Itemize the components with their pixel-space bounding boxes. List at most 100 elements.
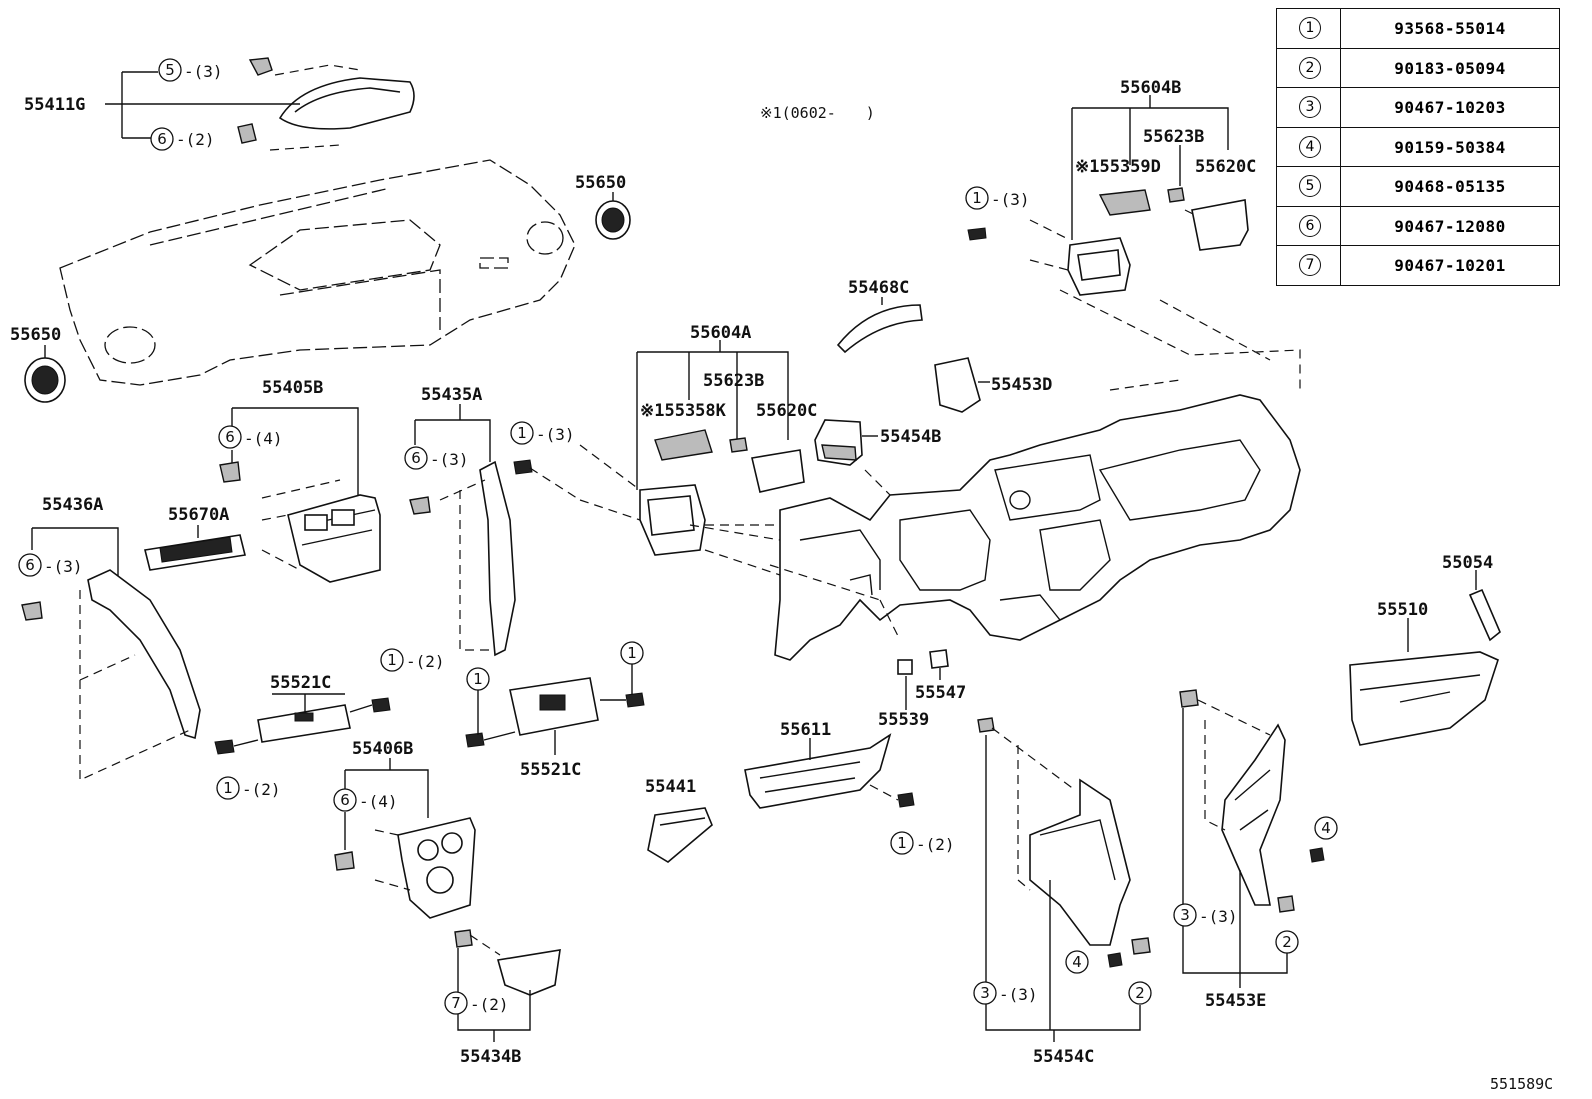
- part-number: 55454B: [880, 427, 941, 447]
- part-number: 55620C: [756, 401, 817, 421]
- legend-key: 5: [1299, 175, 1321, 197]
- callout-qty: -(2): [916, 835, 955, 854]
- legend-key: 1: [1299, 17, 1321, 39]
- note-text: ※1(0602- ): [760, 104, 875, 122]
- callout-circle: [333, 788, 357, 812]
- part-number: 55406B: [352, 739, 413, 759]
- leader-dash: [529, 467, 581, 501]
- callout-circle: [218, 425, 242, 449]
- callout-circle: [1314, 816, 1338, 840]
- callout-num: 3: [980, 984, 990, 1002]
- callout-num: 5: [165, 61, 175, 79]
- part-55406B: [334, 758, 476, 919]
- legend-key-cell: 7: [1277, 246, 1341, 286]
- legend-key: 2: [1299, 56, 1321, 79]
- part-55453E: [1179, 689, 1325, 988]
- callout-circle: [620, 641, 644, 665]
- callout-qty: -(3): [44, 557, 83, 576]
- callout-num: 4: [1321, 819, 1331, 837]
- part-55650-right-vent: [595, 192, 631, 240]
- callout-qty: -(3): [991, 190, 1030, 209]
- legend-key-cell: 1: [1277, 9, 1341, 48]
- part-55521C-center: [465, 663, 645, 755]
- part-55054: [1468, 570, 1501, 642]
- part-number: 55650: [10, 325, 61, 345]
- callout-circle: [466, 667, 490, 691]
- part-number: 55650: [575, 173, 626, 193]
- part-number: 55623B: [703, 371, 764, 391]
- part-number: 55604A: [690, 323, 751, 343]
- callout-num: 1: [972, 189, 982, 207]
- callout-num: 1: [627, 644, 637, 662]
- part-55468C: [836, 297, 923, 354]
- legend-key: 3: [1299, 96, 1321, 118]
- callout-circle: [444, 991, 468, 1015]
- legend-part-number: 90467-12080: [1394, 216, 1506, 236]
- part-number: 55604B: [1120, 78, 1181, 98]
- legend-row: 5 90468-05135: [1277, 167, 1559, 207]
- callout-num: 6: [340, 791, 350, 809]
- callout-num: 2: [1282, 933, 1292, 951]
- legend-row: 1 93568-55014: [1277, 9, 1559, 49]
- legend-key-cell: 5: [1277, 167, 1341, 206]
- dashboard-pad-outline: [59, 159, 576, 386]
- callout-qty: -(3): [430, 450, 469, 469]
- part-number: 55510: [1377, 600, 1428, 620]
- part-number: 55521C: [270, 673, 331, 693]
- callout-circle: [1173, 903, 1197, 927]
- callout-circle: [973, 981, 997, 1005]
- part-55405B: [219, 407, 381, 583]
- part-number: 55405B: [262, 378, 323, 398]
- fastener-legend-table: 1 93568-55014 2 90183-05094 3 90467-1020…: [1276, 8, 1560, 286]
- part-55435A: [409, 404, 516, 657]
- part-number: 55623B: [1143, 127, 1204, 147]
- part-55453D: [934, 357, 990, 413]
- callout-circle: [158, 58, 182, 82]
- callout-num: 1: [223, 779, 233, 797]
- callout-qty: -(3): [999, 985, 1038, 1004]
- callout-qty: -(2): [470, 995, 509, 1014]
- legend-key-cell: 4: [1277, 127, 1341, 166]
- callout-circle: [965, 186, 989, 210]
- callout-num: 4: [1072, 953, 1082, 971]
- part-number: 55454C: [1033, 1047, 1094, 1067]
- part-number: 55670A: [168, 505, 229, 525]
- callout-num: 6: [225, 428, 235, 446]
- legend-part-number: 90467-10201: [1394, 256, 1506, 275]
- callout-qty: -(4): [244, 429, 283, 448]
- callout-circle: [404, 446, 428, 470]
- legend-row: 2 90183-05094: [1277, 48, 1559, 88]
- legend-row: 4 90159-50384: [1277, 127, 1559, 167]
- part-number: 55411G: [24, 95, 85, 115]
- instrument-panel-frame: [689, 289, 1301, 661]
- part-number: 55434B: [460, 1047, 521, 1067]
- part-55510-glove-box: [1349, 618, 1499, 746]
- callout-num: 6: [157, 130, 167, 148]
- part-number: 55620C: [1195, 157, 1256, 177]
- part-55604A-group: [579, 340, 805, 556]
- legend-key-cell: 3: [1277, 88, 1341, 127]
- callout-qty: -(2): [406, 652, 445, 671]
- callout-num: 1: [387, 651, 397, 669]
- part-55547: [929, 649, 949, 680]
- part-55436A: [21, 527, 201, 781]
- part-55521C-left: [214, 693, 391, 755]
- callout-qty: -(2): [176, 130, 215, 149]
- callout-num: 7: [451, 994, 461, 1012]
- part-55441: [647, 807, 713, 863]
- legend-key: 7: [1299, 254, 1321, 276]
- part-number: 55441: [645, 777, 696, 797]
- legend-part-number: 90468-05135: [1394, 177, 1506, 196]
- legend-part-number: 93568-55014: [1394, 19, 1506, 38]
- callout-num: 1: [473, 670, 483, 688]
- part-number: 55054: [1442, 553, 1493, 573]
- callout-num: 2: [1135, 984, 1145, 1002]
- part-55650-left-vent: [24, 345, 66, 403]
- callout-circle: [18, 553, 42, 577]
- callout-num: 1: [897, 834, 907, 852]
- part-55454C: [977, 717, 1151, 1042]
- part-55434B: [454, 929, 561, 1042]
- part-number: 55547: [915, 683, 966, 703]
